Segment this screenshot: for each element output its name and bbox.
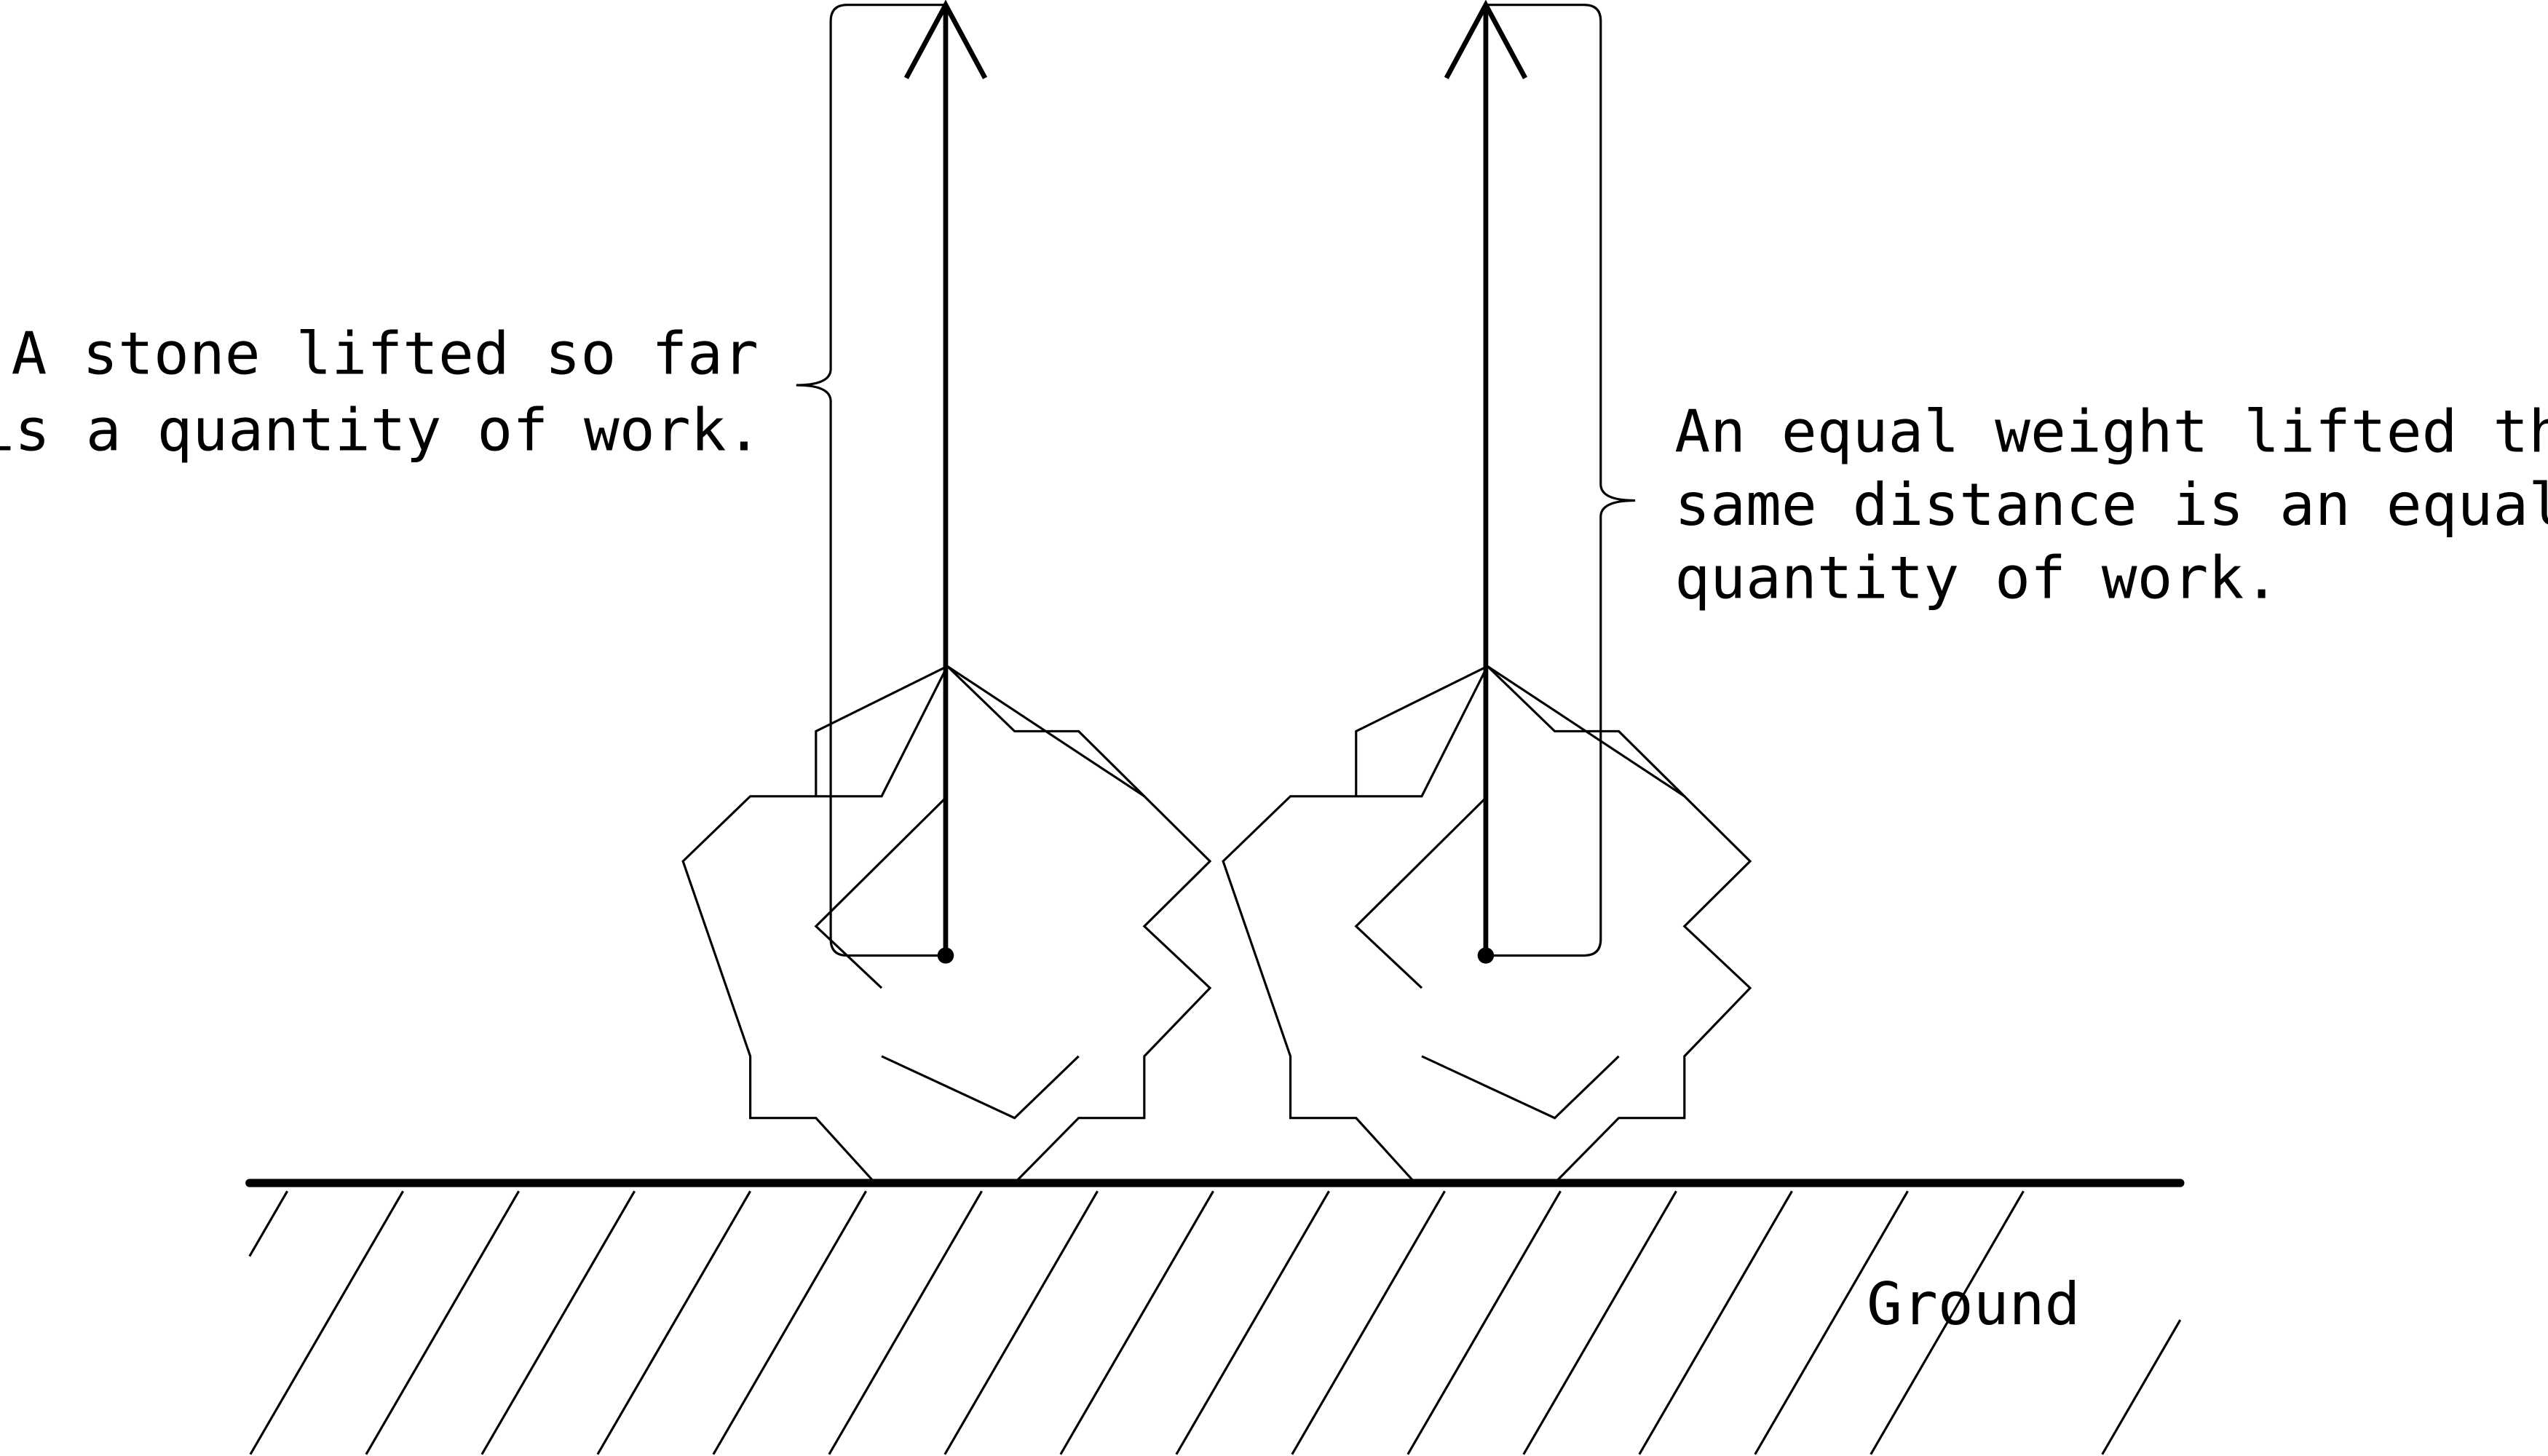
hatch-line [1754, 1190, 1909, 1455]
hatch-line [1638, 1190, 1793, 1455]
hatch-line [249, 1190, 405, 1455]
right-caption-line-3: quantity of work. [1674, 545, 2279, 613]
left-caption-line-2: is a quantity of work. [0, 397, 761, 465]
hatch-line [1870, 1190, 2025, 1455]
right-caption-line-2: same distance is an equal [1674, 471, 2548, 539]
hatch-line [480, 1190, 636, 1455]
stone-left [681, 664, 1212, 1184]
lift-arrow-left [903, 0, 988, 964]
right-caption-line-1: An equal weight lifted the [1674, 398, 2548, 467]
ground-label: Ground [1867, 1271, 2080, 1340]
brace-right [1485, 4, 1636, 957]
hatch-line [1291, 1190, 1446, 1455]
hatch-line [712, 1190, 867, 1455]
hatch-line [365, 1190, 520, 1455]
left-caption-line-1: A stone lifted so far [12, 320, 759, 389]
hatch-line [1175, 1190, 1330, 1455]
hatch-line [248, 1190, 289, 1257]
stone-right [1222, 664, 1752, 1184]
lift-arrow-right [1444, 0, 1528, 964]
hatch-line [943, 1190, 1099, 1455]
hatch-line [1406, 1190, 1562, 1455]
hatch-line [1059, 1190, 1214, 1455]
hatch-line [2101, 1319, 2182, 1455]
brace-left [796, 4, 946, 957]
hatch-line [1522, 1190, 1677, 1455]
hatch-line [596, 1190, 751, 1455]
hatch-line [828, 1190, 983, 1455]
ground-hatching [248, 1190, 2182, 1455]
